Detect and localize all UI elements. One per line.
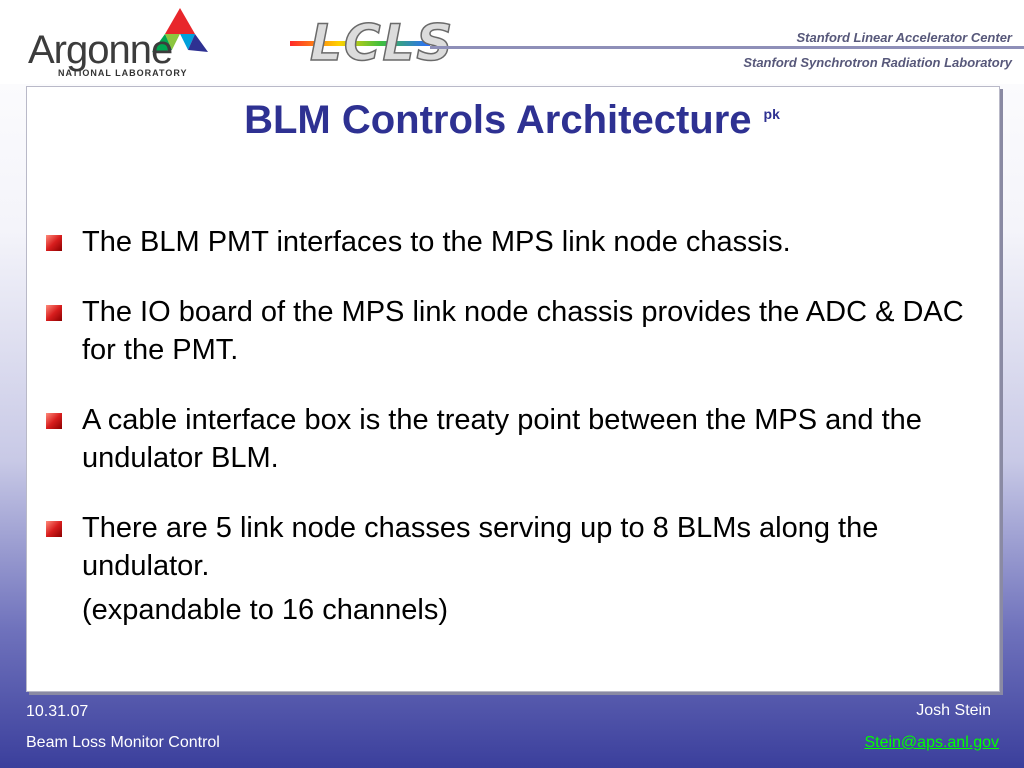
bullet-square-icon [46,413,62,429]
bullet-item: The IO board of the MPS link node chassi… [44,293,974,369]
bullet-item: A cable interface box is the treaty poin… [44,401,974,477]
bullet-text: There are 5 link node chasses serving up… [82,512,879,582]
bullet-item: The BLM PMT interfaces to the MPS link n… [44,223,791,261]
bullet-square-icon [46,521,62,537]
slide-title-suffix: pk [763,106,780,122]
footer-email-link[interactable]: Stein@aps.anl.gov [864,734,999,751]
bullet-subnote: (expandable to 16 channels) [82,594,448,626]
slide-title-text: BLM Controls Architecture [244,98,752,142]
argonne-subtitle: NATIONAL LABORATORY [58,68,188,78]
footer-date: 10.31.07 [26,703,89,720]
argonne-triangle-logo-icon [152,8,208,52]
bullet-text: A cable interface box is the treaty poin… [82,404,922,474]
header-divider [430,46,1024,49]
header-bar: Argonne NATIONAL LABORATORY LCLS Stanfor… [0,0,1024,84]
footer-author: Josh Stein [916,702,991,719]
lcls-logo: LCLS [290,12,453,73]
bullet-text: The BLM PMT interfaces to the MPS link n… [82,226,791,258]
slac-label: Stanford Linear Accelerator Center [796,30,1012,45]
bullet-item: There are 5 link node chasses serving up… [44,509,974,585]
argonne-wordmark: Argonne [28,28,173,72]
slide-content-panel [26,86,1000,692]
lcls-swoosh-icon [290,41,430,46]
bullet-text: The IO board of the MPS link node chassi… [82,296,964,366]
bullet-square-icon [46,305,62,321]
bullet-square-icon [46,235,62,251]
ssrl-label: Stanford Synchrotron Radiation Laborator… [743,55,1012,70]
argonne-logo: Argonne NATIONAL LABORATORY [22,6,212,80]
slide-title: BLM Controls Architecture pk [0,98,1024,143]
footer-presentation-title: Beam Loss Monitor Control [26,734,220,751]
lcls-wordmark: LCLS [309,13,455,73]
